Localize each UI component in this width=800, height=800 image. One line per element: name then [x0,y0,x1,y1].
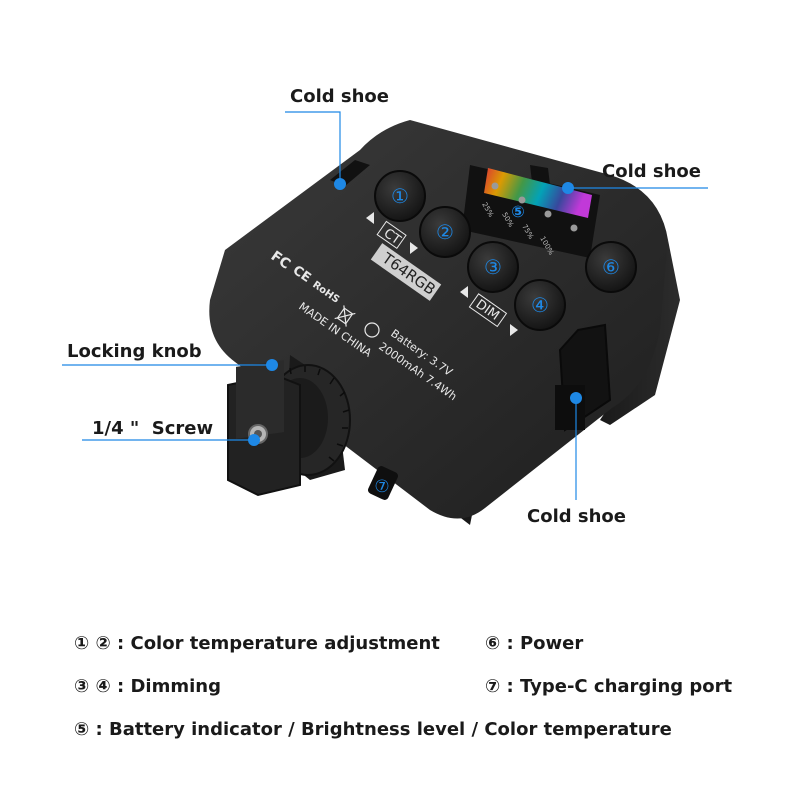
legend-item-power: ⑥ : Power [485,633,583,654]
callout-cold-shoe-right: Cold shoe [602,161,701,182]
dot-cold-shoe-bottom [570,392,582,404]
legend-text: : Type-C charging port [500,676,733,697]
button-4[interactable]: ④ [514,279,566,331]
rgb-strip [484,168,592,218]
legend-text: : Power [500,633,584,654]
right-cold-shoe-insert [555,385,585,430]
legend-text: : Dimming [110,676,221,697]
legend-item-battery-indicator: ⑤ : Battery indicator / Brightness level… [74,719,672,740]
button-6[interactable]: ⑥ [585,241,637,293]
indicator-dots [491,182,578,232]
legend-numbers: ⑤ [74,719,90,740]
screw-plate-face [236,360,284,439]
type-c-port [368,466,398,500]
button-3[interactable]: ③ [467,241,519,293]
leader-dots [248,178,582,446]
indicator-dot [544,210,552,218]
dim-left-arrow [460,286,468,298]
leader-cold-shoe-top [285,111,341,184]
legend-numbers: ⑦ [485,676,501,697]
legend-item-dimming: ③ ④ : Dimming [74,676,221,697]
dot-locking-knob [266,359,278,371]
legend-item-type-c: ⑦ : Type-C charging port [485,676,732,697]
recycle-icon [364,322,380,338]
button-1-number: ① [391,184,409,208]
dim-right-arrow [510,324,518,336]
shoe-mount [227,355,351,497]
weee-bin-icon [334,305,356,327]
leader-lines [62,111,708,500]
model-plate [370,243,442,301]
ct-right-arrow [410,242,418,254]
callout-cold-shoe-bottom: Cold shoe [527,506,626,527]
button-2-number: ② [436,220,454,244]
dot-screw [248,434,260,446]
callout-cold-shoe-top: Cold shoe [290,86,389,107]
button-1[interactable]: ① [374,170,426,222]
indicator-dot [570,224,578,232]
legend-item-color-temperature: ① ② : Color temperature adjustment [74,633,440,654]
dot-cold-shoe-top [334,178,346,190]
button-2[interactable]: ② [419,206,471,258]
port-marker: ⑦ [374,477,389,497]
button-6-number: ⑥ [602,255,620,279]
dot-cold-shoe-right [562,182,574,194]
legend-numbers: ① ② [74,633,111,654]
ct-label-box [376,220,407,250]
button-3-number: ③ [484,255,502,279]
button-4-number: ④ [531,293,549,317]
dim-label-box [468,293,508,328]
legend-text: : Color temperature adjustment [110,633,440,654]
legend-text: : Battery indicator / Brightness level /… [89,719,672,740]
indicator-marker: ⑤ [511,202,525,221]
legend-numbers: ③ ④ [74,676,111,697]
buttons: ① ② ③ ④ ⑥ [374,170,637,331]
indicator-dot [518,196,526,204]
ct-left-arrow [366,212,374,224]
indicator-dot [491,182,499,190]
legend-numbers: ⑥ [485,633,501,654]
callout-screw: 1/4 " Screw [92,418,214,439]
callout-locking-knob: Locking knob [67,341,202,362]
